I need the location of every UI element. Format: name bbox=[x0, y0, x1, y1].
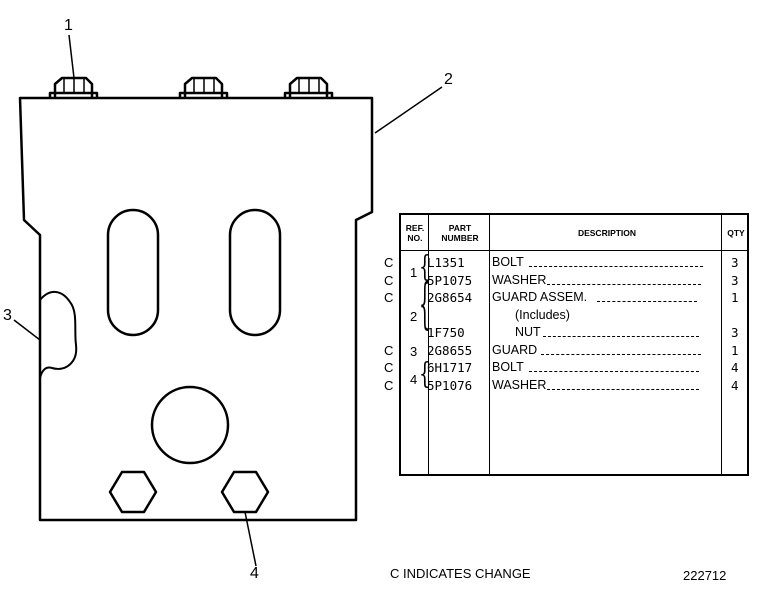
top-bolt-left bbox=[48, 76, 99, 98]
change-note: C INDICATES CHANGE bbox=[390, 566, 531, 581]
group-brace: { bbox=[419, 274, 431, 337]
left-slot bbox=[106, 208, 160, 337]
quantity: 4 bbox=[731, 360, 739, 375]
description: WASHER bbox=[492, 272, 547, 287]
description: NUT bbox=[515, 325, 541, 339]
top-bolt-right bbox=[283, 76, 334, 98]
description: GUARD ASSEM. bbox=[492, 290, 588, 304]
round-hole bbox=[150, 385, 230, 465]
group-brace: { bbox=[419, 357, 431, 392]
description: BOLT bbox=[492, 360, 524, 374]
change-marker: C bbox=[384, 255, 394, 270]
quantity: 4 bbox=[731, 377, 739, 393]
header-part-number: PART NUMBER bbox=[441, 223, 479, 243]
callout-2: 2 bbox=[444, 71, 453, 88]
leader-1 bbox=[68, 34, 75, 79]
ref-number: 1 bbox=[410, 265, 418, 280]
callout-4: 4 bbox=[250, 565, 259, 582]
change-marker: C bbox=[384, 272, 394, 288]
quantity: 1 bbox=[731, 342, 739, 358]
group-brace: { bbox=[419, 250, 431, 285]
part-number: 5P1075 bbox=[427, 272, 473, 288]
change-marker: C bbox=[384, 290, 394, 305]
guard-side-cutout bbox=[39, 291, 78, 379]
header-description: DESCRIPTION bbox=[577, 228, 637, 238]
quantity: 3 bbox=[731, 255, 739, 270]
part-number: L1351 bbox=[427, 255, 465, 270]
description: (Includes) bbox=[515, 307, 570, 322]
change-marker: C bbox=[384, 342, 394, 358]
parts-table: REF. NO. PART NUMBER DESCRIPTION QTY 1 2… bbox=[399, 213, 749, 476]
change-marker: C bbox=[384, 377, 394, 393]
bottom-hex-left bbox=[108, 470, 158, 514]
leader-4 bbox=[244, 511, 257, 567]
header-ref-no: REF. NO. bbox=[405, 223, 425, 243]
ref-number: 4 bbox=[410, 372, 418, 387]
leader-2 bbox=[374, 86, 443, 134]
callout-1: 1 bbox=[64, 17, 73, 34]
callout-3: 3 bbox=[3, 307, 12, 324]
bottom-hex-right bbox=[220, 470, 270, 514]
leader-3 bbox=[13, 319, 41, 341]
part-number: 6H1717 bbox=[427, 360, 473, 375]
guard-outline bbox=[18, 96, 374, 522]
part-number: 2G8654 bbox=[427, 290, 473, 305]
ref-number: 3 bbox=[410, 344, 418, 359]
quantity: 3 bbox=[731, 272, 739, 288]
part-number: 5P1076 bbox=[427, 377, 473, 393]
description: GUARD bbox=[492, 342, 538, 357]
drawing-number: 222712 bbox=[683, 568, 727, 583]
part-number: 2G8655 bbox=[427, 342, 473, 358]
right-slot bbox=[228, 208, 282, 337]
header-qty: QTY bbox=[727, 228, 745, 238]
change-marker: C bbox=[384, 360, 394, 375]
part-number: 1F750 bbox=[427, 325, 465, 340]
description: BOLT bbox=[492, 255, 524, 269]
ref-number: 2 bbox=[410, 309, 418, 324]
description: WASHER bbox=[492, 377, 547, 392]
top-bolt-middle bbox=[178, 76, 229, 98]
quantity: 1 bbox=[731, 290, 739, 305]
quantity: 3 bbox=[731, 325, 739, 340]
